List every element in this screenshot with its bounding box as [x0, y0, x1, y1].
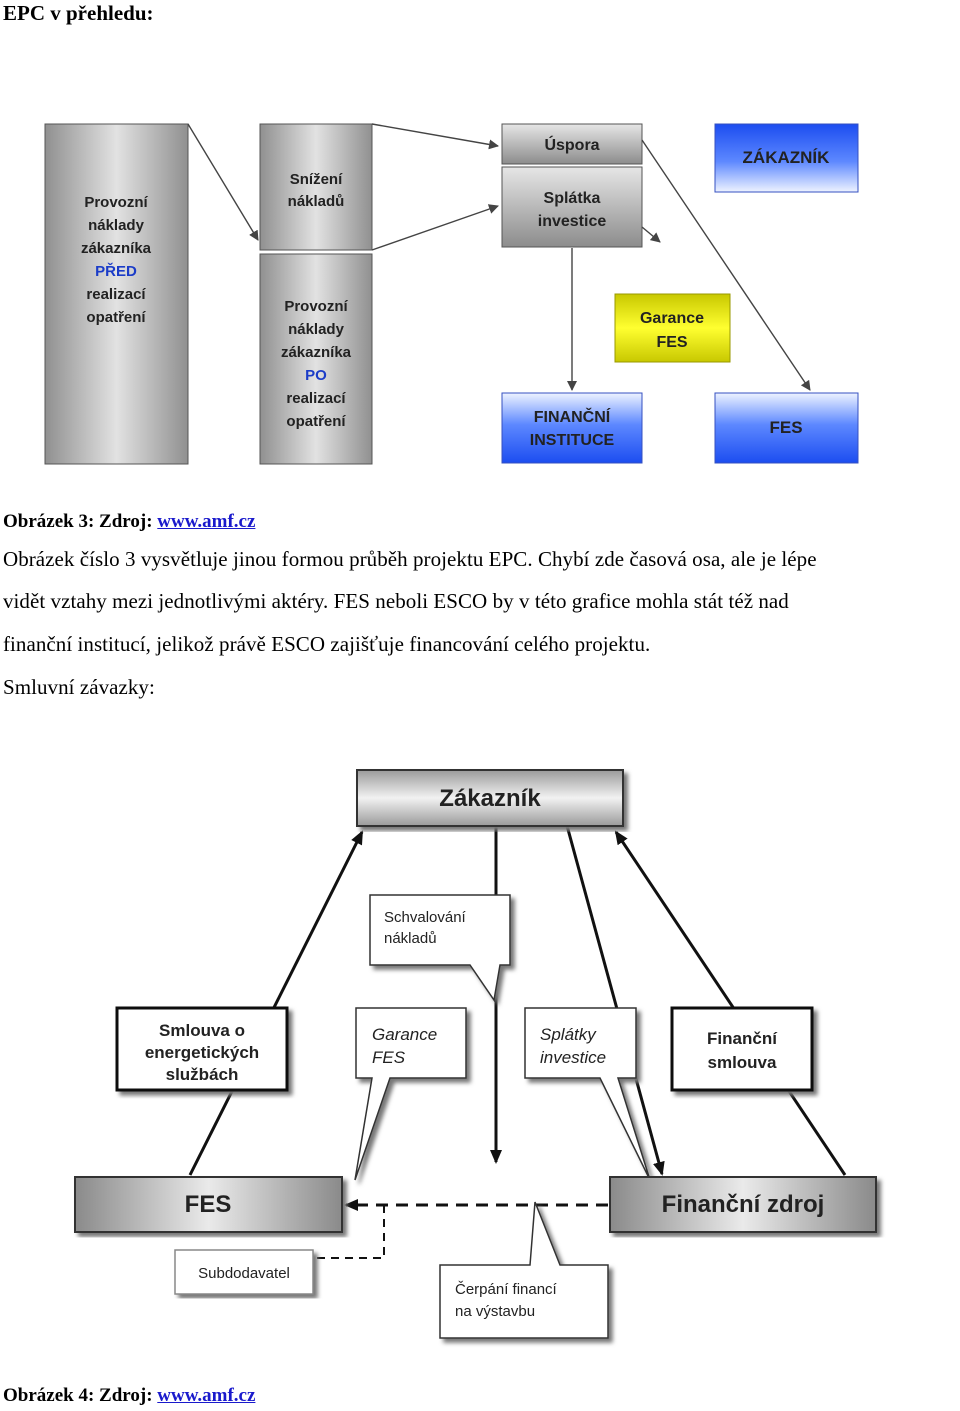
paragraph-line-2: vidět vztahy mezi jednotlivými aktéry. F… [3, 589, 789, 613]
figure-3-source-link[interactable]: www.amf.cz [157, 511, 256, 532]
svg-text:FES: FES [185, 1191, 232, 1218]
svg-text:Zákazník: Zákazník [439, 785, 541, 812]
figure-3-caption: Obrázek 3: Zdroj: www.amf.cz [3, 511, 256, 532]
fes-box-4: FES [74, 1176, 343, 1233]
zakaznik-box: ZÁKAZNÍK [714, 123, 859, 193]
figure-4-arrows [188, 821, 847, 1259]
svg-text:Úspora: Úspora [544, 135, 599, 154]
figure-4-caption: Obrázek 4: Zdroj: www.amf.cz [3, 1385, 256, 1406]
paragraph-line-3: finanční institucí, jelikož právě ESCO z… [3, 632, 651, 656]
figure-4-source-link[interactable]: www.amf.cz [157, 1385, 256, 1406]
financni-zdroj-box: Finanční zdroj [609, 1176, 877, 1233]
figure-3-arrows [187, 123, 811, 391]
subdodavatel-box: Subdodavatel [174, 1249, 314, 1295]
svg-text:FES: FES [769, 418, 802, 437]
svg-text:Subdodavatel: Subdodavatel [198, 1265, 290, 1282]
uspora-box: Úspora [501, 123, 643, 165]
svg-text:Finanční zdroj: Finanční zdroj [662, 1191, 825, 1218]
zakaznik-box-4: Zákazník [356, 769, 624, 827]
page-heading: EPC v přehledu: [3, 1, 154, 25]
paragraph-line-1: Obrázek číslo 3 vysvětluje jinou formou … [3, 547, 817, 571]
before-line-1: Provozní [84, 194, 148, 211]
fes-box: FES [714, 392, 859, 464]
smluvni-zavazky-label: Smluvní závazky: [3, 675, 155, 699]
svg-text:ZÁKAZNÍK: ZÁKAZNÍK [743, 148, 831, 167]
